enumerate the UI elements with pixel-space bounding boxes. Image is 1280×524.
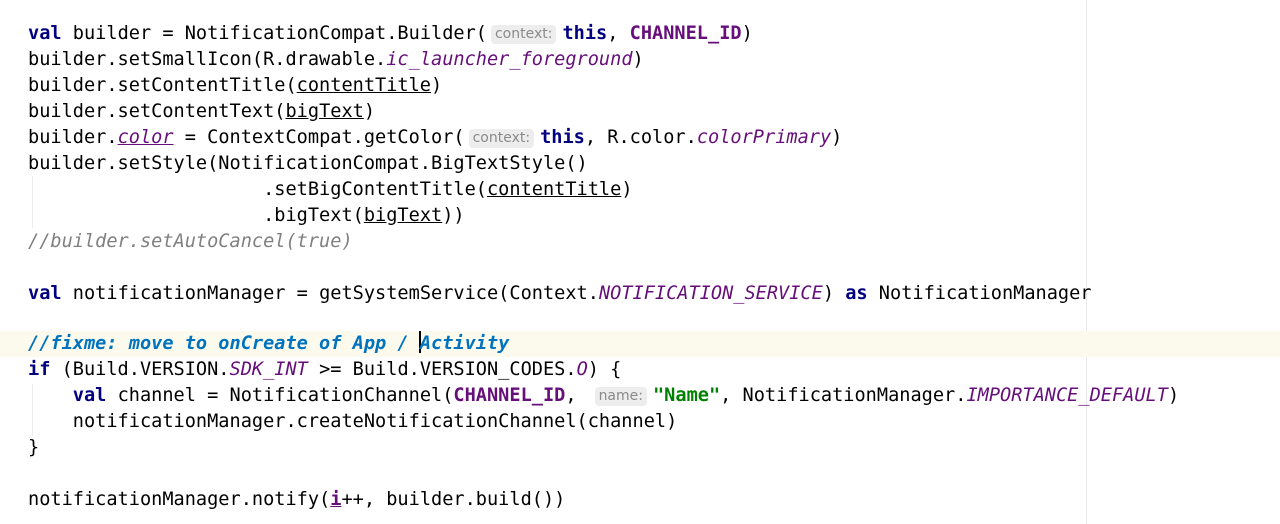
code-line-text: builder.setSmallIcon(R.drawable.ic_launc… (28, 47, 644, 73)
keyword: if (28, 359, 51, 380)
code-line[interactable]: //builder.setAutoCancel(true) (0, 229, 1280, 255)
code-token: ) (431, 75, 443, 96)
line-comment: //builder.setAutoCancel(true) (28, 231, 353, 252)
variable-reference: bigText (363, 205, 443, 226)
parameter-hint: name: (594, 387, 647, 406)
code-token: .bigText( (28, 205, 364, 226)
code-line[interactable]: val channel = NotificationChannel(CHANNE… (0, 383, 1280, 409)
indent-guide (32, 176, 33, 228)
constant: CHANNEL_ID (453, 385, 566, 406)
code-line-text: builder.setStyle(NotificationCompat.BigT… (28, 151, 588, 177)
todo-comment: Activity (419, 333, 510, 354)
code-line-text: val builder = NotificationCompat.Builder… (28, 21, 753, 47)
code-line-text: builder.setContentText(bigText) (28, 99, 375, 125)
code-line-text: if (Build.VERSION.SDK_INT >= Build.VERSI… (28, 357, 621, 383)
keyword: this (540, 127, 585, 148)
code-token: ) (363, 101, 376, 122)
code-line[interactable]: notificationManager.notify(i++, builder.… (0, 487, 1280, 513)
constant: CHANNEL_ID (629, 23, 742, 44)
code-token: builder = NotificationCompat.Builder( (61, 23, 487, 44)
code-token: >= Build.VERSION_CODES. (307, 359, 577, 380)
constant-reference: O (576, 359, 588, 380)
code-token: notificationManager.createNotificationCh… (28, 411, 678, 432)
code-token: builder.setContentText( (28, 101, 286, 122)
code-token: = ContextCompat.getColor( (173, 127, 465, 148)
variable-reference: contentTitle (486, 179, 622, 200)
code-line-text: notificationManager.createNotificationCh… (28, 409, 678, 435)
code-token: ) (831, 127, 843, 148)
code-line-text: } (28, 435, 39, 461)
code-line[interactable]: } (0, 435, 1280, 461)
code-token: builder.setStyle(NotificationCompat.BigT… (28, 153, 588, 174)
keyword: val (72, 385, 107, 406)
variable-reference: contentTitle (296, 75, 432, 96)
text-caret (418, 331, 421, 353)
code-token: ++, builder.build()) (341, 489, 566, 510)
code-token: , NotificationManager. (720, 385, 967, 406)
code-line[interactable]: val builder = NotificationCompat.Builder… (0, 21, 1280, 47)
code-line-text: builder.setContentTitle(contentTitle) (28, 73, 442, 99)
code-line[interactable]: .setBigContentTitle(contentTitle) (0, 177, 1280, 203)
code-line-text: notificationManager.notify(i++, builder.… (28, 487, 565, 513)
code-line[interactable]: builder.setStyle(NotificationCompat.BigT… (0, 151, 1280, 177)
code-line-text: val channel = NotificationChannel(CHANNE… (28, 383, 1179, 409)
code-token: , R.color. (584, 127, 697, 148)
indent-guide (32, 384, 33, 436)
todo-comment: //fixme: move to onCreate of App / (28, 333, 420, 354)
code-line[interactable]: builder.setContentTitle(contentTitle) (0, 73, 1280, 99)
parameter-hint: context: (490, 25, 557, 44)
code-token: } (28, 437, 40, 458)
code-line[interactable]: notificationManager.createNotificationCh… (0, 409, 1280, 435)
constant-reference: NOTIFICATION_SERVICE (598, 283, 823, 304)
code-token: NotificationManager (867, 283, 1092, 304)
constant-reference: IMPORTANCE_DEFAULT (966, 385, 1168, 406)
code-token: (Build.VERSION. (50, 359, 230, 380)
code-token (28, 385, 73, 406)
code-token: notificationManager = getSystemService(C… (61, 283, 599, 304)
constant-reference: SDK_INT (229, 359, 308, 380)
code-token: builder.setSmallIcon(R.drawable. (28, 49, 387, 70)
code-token: channel = NotificationChannel( (106, 385, 454, 406)
variable-reference: bigText (285, 101, 364, 122)
code-line-text: //builder.setAutoCancel(true) (28, 229, 353, 255)
code-token: ) { (587, 359, 622, 380)
code-token: builder. (28, 127, 118, 148)
code-token: notificationManager.notify( (28, 489, 331, 510)
code-line-text: builder.color = ContextCompat.getColor(c… (28, 125, 842, 151)
code-line-text: .bigText(bigText)) (28, 203, 465, 229)
right-margin-guide (1086, 0, 1087, 524)
keyword: val (28, 23, 62, 44)
code-token: ) (741, 23, 753, 44)
code-line-text: //fixme: move to onCreate of App / Activ… (28, 331, 509, 357)
mutable-variable: i (330, 489, 342, 510)
code-line[interactable]: val notificationManager = getSystemServi… (0, 281, 1280, 307)
code-line-text: val notificationManager = getSystemServi… (28, 281, 1092, 307)
keyword: val (28, 283, 62, 304)
code-token: )) (442, 205, 465, 226)
code-token: ) (621, 179, 633, 200)
code-token: builder.setContentTitle( (28, 75, 297, 96)
code-token: , (565, 385, 577, 406)
current-code-line[interactable]: //fixme: move to onCreate of App / Activ… (0, 331, 1280, 357)
code-line[interactable]: .bigText(bigText)) (0, 203, 1280, 229)
parameter-hint: context: (468, 129, 535, 148)
property-reference: color (117, 127, 174, 148)
code-line[interactable]: builder.setContentText(bigText) (0, 99, 1280, 125)
code-line[interactable]: builder.color = ContextCompat.getColor(c… (0, 125, 1280, 151)
code-line-text: .setBigContentTitle(contentTitle) (28, 177, 633, 203)
code-token: , (607, 23, 630, 44)
code-line[interactable]: builder.setSmallIcon(R.drawable.ic_launc… (0, 47, 1280, 73)
string-literal: "Name" (652, 385, 721, 406)
resource-reference: ic_launcher_foreground (386, 49, 633, 70)
code-token: .setBigContentTitle( (28, 179, 487, 200)
code-token: ) (822, 283, 846, 304)
code-token: ) (632, 49, 644, 70)
keyword: this (562, 23, 608, 44)
keyword: as (845, 283, 868, 304)
code-line[interactable]: if (Build.VERSION.SDK_INT >= Build.VERSI… (0, 357, 1280, 383)
resource-reference: colorPrimary (696, 127, 832, 148)
code-token: ) (1167, 385, 1180, 406)
